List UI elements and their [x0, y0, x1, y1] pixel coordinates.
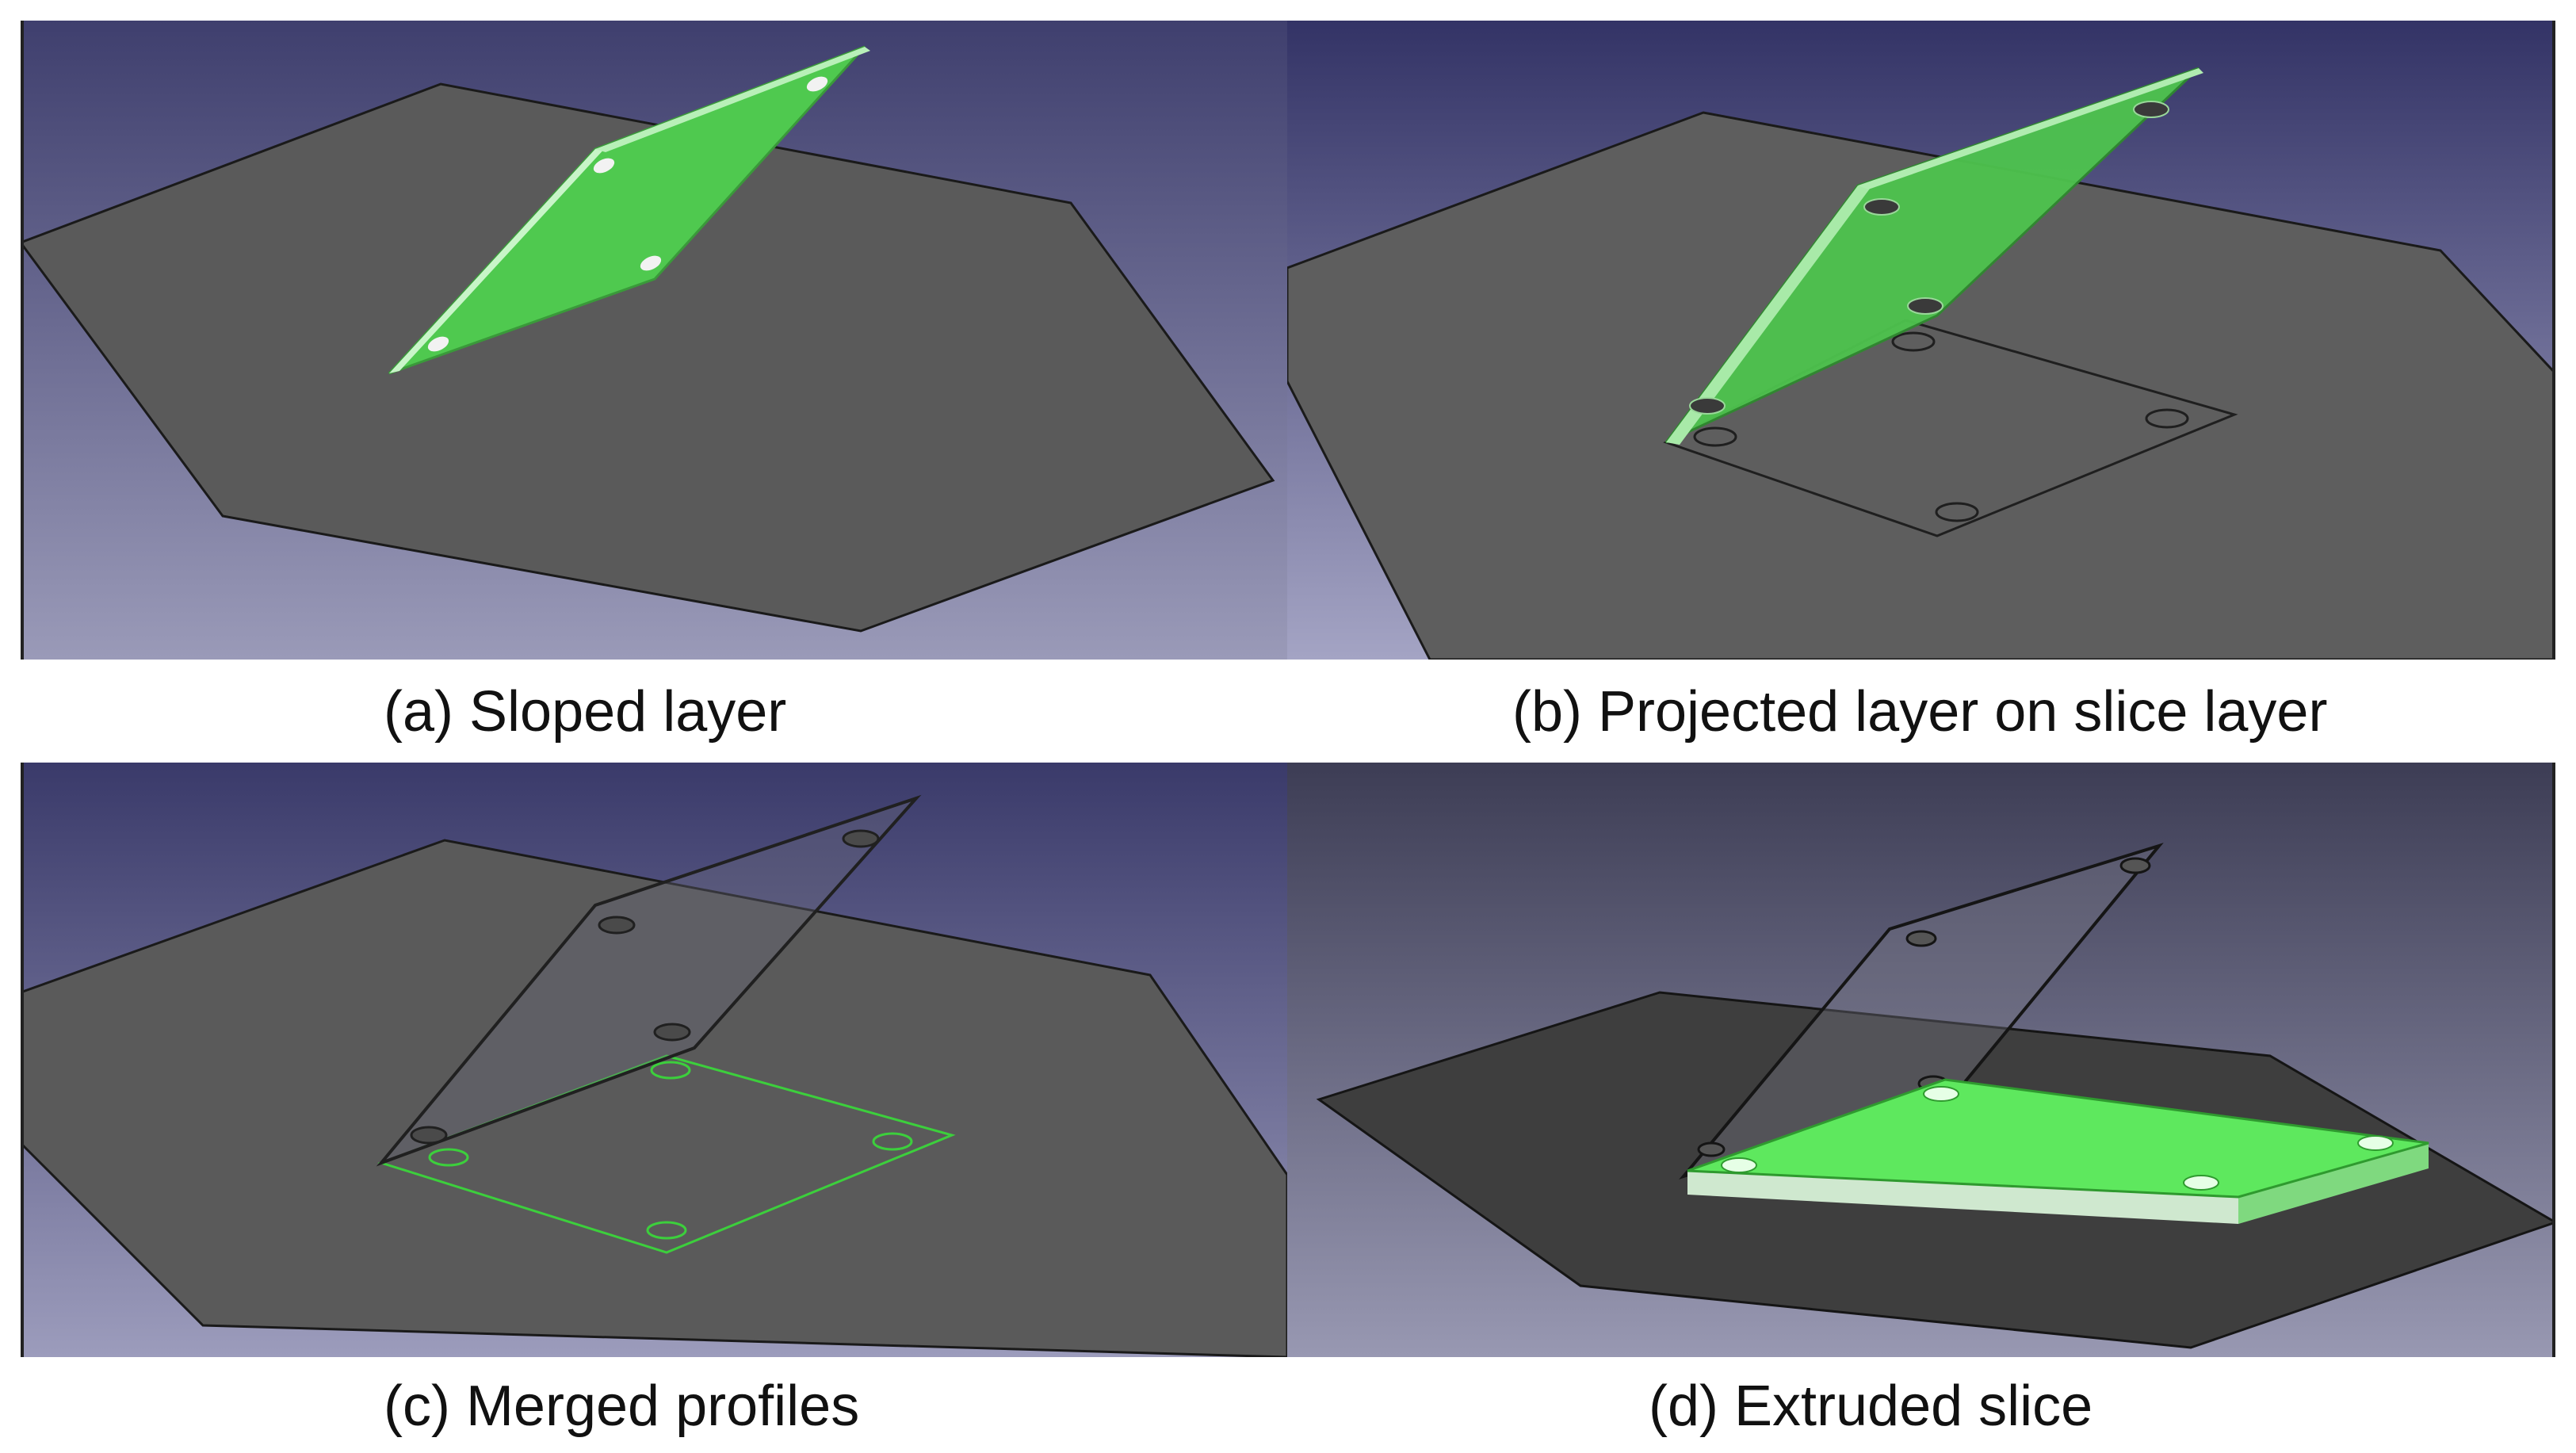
- viewport-panel-b[interactable]: [1287, 21, 2555, 660]
- caption-sloped-layer: (a) Sloped layer: [384, 680, 787, 744]
- extruded-slice-top: [1687, 1078, 2429, 1199]
- extruded-slice-side: [1687, 1171, 2238, 1224]
- caption-projected-layer: (b) Projected layer on slice layer: [1512, 680, 2328, 744]
- viewport-panel-d[interactable]: [1287, 763, 2555, 1357]
- viewport-panel-a[interactable]: [21, 21, 1287, 660]
- caption-merged-profiles: (c) Merged profiles: [384, 1375, 860, 1438]
- 3d-view-projected-layer: [1287, 21, 2555, 660]
- 3d-view-extruded-slice: [1287, 763, 2555, 1357]
- slice-plane: [21, 839, 1287, 1357]
- viewport-panel-c[interactable]: [21, 763, 1287, 1357]
- caption-extruded-slice: (d) Extruded slice: [1649, 1375, 2093, 1438]
- transparent-sloped-layer: [376, 794, 922, 1167]
- slice-plane: [21, 82, 1275, 633]
- 3d-view-sloped-layer: [21, 21, 1287, 660]
- slice-plane: [1287, 111, 2555, 660]
- 3d-view-merged-profiles: [21, 763, 1287, 1357]
